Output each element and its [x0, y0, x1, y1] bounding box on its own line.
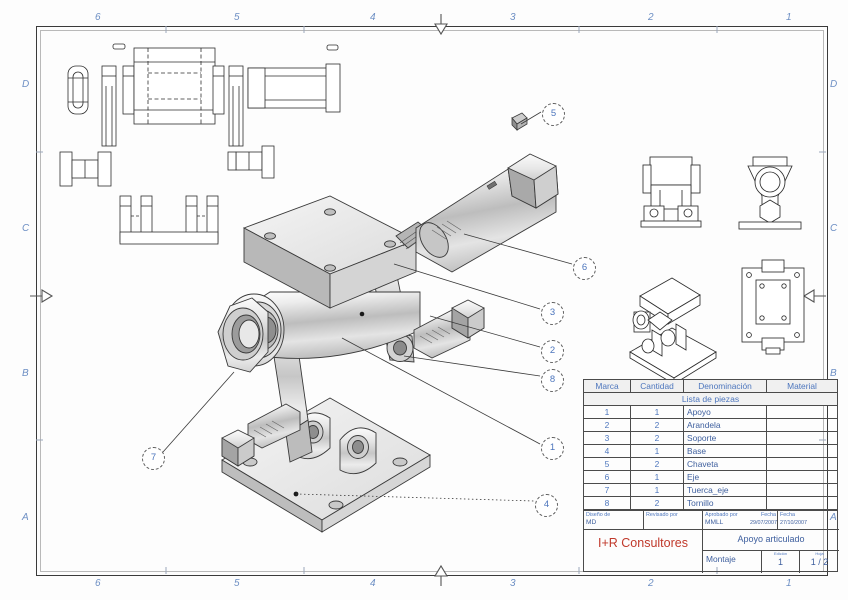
zone-label-bottom-4: 4	[370, 578, 376, 589]
parts-list-table: Lista de piezas Marca Cantidad Denominac…	[583, 379, 838, 510]
zone-label-top-1: 1	[786, 12, 792, 23]
title-block: Diseño de MD Revisado por Aprobado por M…	[583, 510, 839, 573]
balloon-1[interactable]: 1	[541, 437, 564, 460]
zone-label-left-C: C	[22, 223, 30, 234]
designed-by-cell: Diseño de MD	[584, 511, 644, 530]
date-cell: Fecha 27/10/2007	[778, 511, 839, 530]
sheet-value: 1 / 2	[810, 557, 829, 567]
zone-label-bottom-1: 1	[786, 578, 792, 589]
sheet-cell: Hoja 1 / 2	[800, 551, 839, 573]
drawing-title-cell: Apoyo articulado	[703, 530, 839, 551]
edition-label: Edición	[773, 551, 788, 556]
col-header-marca: Marca	[583, 379, 631, 393]
drawing-subtitle: Montaje	[706, 554, 736, 564]
zone-label-bottom-5: 5	[234, 578, 240, 589]
zone-label-right-A: A	[830, 512, 837, 523]
zone-label-right-C: C	[830, 223, 838, 234]
balloon-5[interactable]: 5	[542, 103, 565, 126]
checked-by-label: Revisado por	[646, 512, 678, 518]
zone-label-top-6: 6	[95, 12, 101, 23]
col-header-denominacion: Denominación	[683, 379, 767, 393]
balloon-2[interactable]: 2	[541, 340, 564, 363]
designed-by-label: Diseño de	[586, 512, 611, 518]
approved-date-cell: Fecha 29/07/2007	[739, 511, 778, 530]
col-header-material: Material	[766, 379, 838, 393]
zone-label-top-2: 2	[648, 12, 654, 23]
balloon-6[interactable]: 6	[573, 257, 596, 280]
balloon-8[interactable]: 8	[541, 369, 564, 392]
zone-label-top-4: 4	[370, 12, 376, 23]
zone-label-top-5: 5	[234, 12, 240, 23]
approved-date-value: 29/07/2007	[750, 520, 777, 526]
balloon-7[interactable]: 7	[142, 447, 165, 470]
sheet-label: Hoja	[815, 551, 824, 556]
parts-list-title: Lista de piezas	[583, 392, 838, 406]
designed-by-value: MD	[586, 519, 597, 526]
zone-label-right-D: D	[830, 79, 838, 90]
balloon-3[interactable]: 3	[541, 302, 564, 325]
zone-label-bottom-6: 6	[95, 578, 101, 589]
company-cell: I+R Consultores	[584, 530, 703, 573]
zone-label-top-3: 3	[510, 12, 516, 23]
edition-value: 1	[777, 557, 783, 567]
zone-label-left-B: B	[22, 368, 29, 379]
balloon-4[interactable]: 4	[535, 494, 558, 517]
zone-label-bottom-2: 2	[648, 578, 654, 589]
checked-by-cell: Revisado por	[644, 511, 703, 530]
zone-label-left-A: A	[22, 512, 29, 523]
col-header-cantidad: Cantidad	[630, 379, 684, 393]
approved-date-label: Fecha	[761, 512, 776, 518]
date-value: 27/10/2007	[780, 520, 807, 526]
drawing-subtitle-cell: Montaje	[703, 551, 762, 573]
drawing-frame-outer	[36, 26, 828, 576]
zone-label-right-B: B	[830, 368, 837, 379]
drawing-frame-inner	[40, 30, 824, 572]
approved-by-cell: Aprobado por MMLL	[703, 511, 778, 530]
zone-label-bottom-3: 3	[510, 578, 516, 589]
approved-by-label: Aprobado por	[705, 512, 738, 518]
date-label: Fecha	[780, 512, 795, 518]
approved-by-value: MMLL	[705, 519, 724, 526]
company-name: I+R Consultores	[598, 536, 688, 550]
edition-cell: Edición 1	[762, 551, 800, 573]
drawing-title: Apoyo articulado	[737, 534, 805, 544]
zone-label-left-D: D	[22, 79, 30, 90]
